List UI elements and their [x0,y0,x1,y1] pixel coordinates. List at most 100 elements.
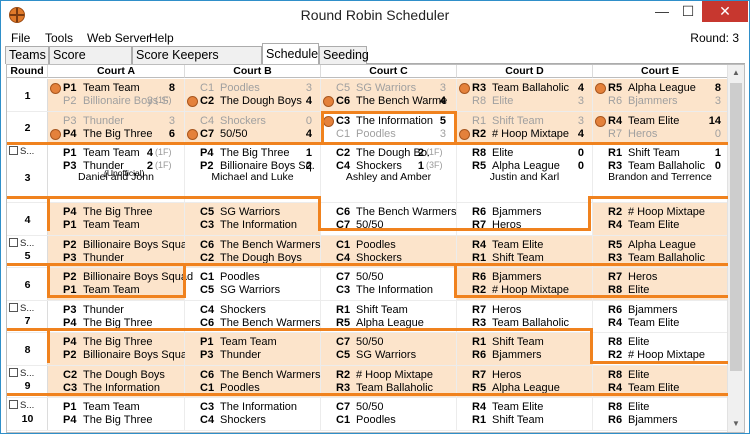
maximize-button[interactable]: ☐ [681,3,695,19]
header-court-d[interactable]: Court D [457,65,593,78]
team-line[interactable]: R2# Hoop Mixtape [321,369,456,382]
header-court-a[interactable]: Court A [48,65,185,78]
header-court-e[interactable]: Court E [593,65,728,78]
scroll-down-icon[interactable]: ▼ [732,419,740,428]
simulate-checkbox[interactable]: S... [9,146,34,157]
vertical-scrollbar[interactable]: ▲ ▼ [727,65,744,432]
tab-seeding[interactable]: Seeding [319,46,369,64]
simulate-checkbox[interactable]: S... [9,400,34,411]
close-button[interactable]: ✕ [702,1,748,22]
menu-web-server[interactable]: Web Server [87,31,151,45]
checkbox-icon[interactable] [9,146,18,155]
tab-score-keepers-schedule[interactable]: Score Keepers Schedule [132,46,262,78]
tab-schedule[interactable]: Schedule [262,43,319,65]
scroll-thumb[interactable] [730,83,742,371]
menu-tools[interactable]: Tools [45,31,74,45]
